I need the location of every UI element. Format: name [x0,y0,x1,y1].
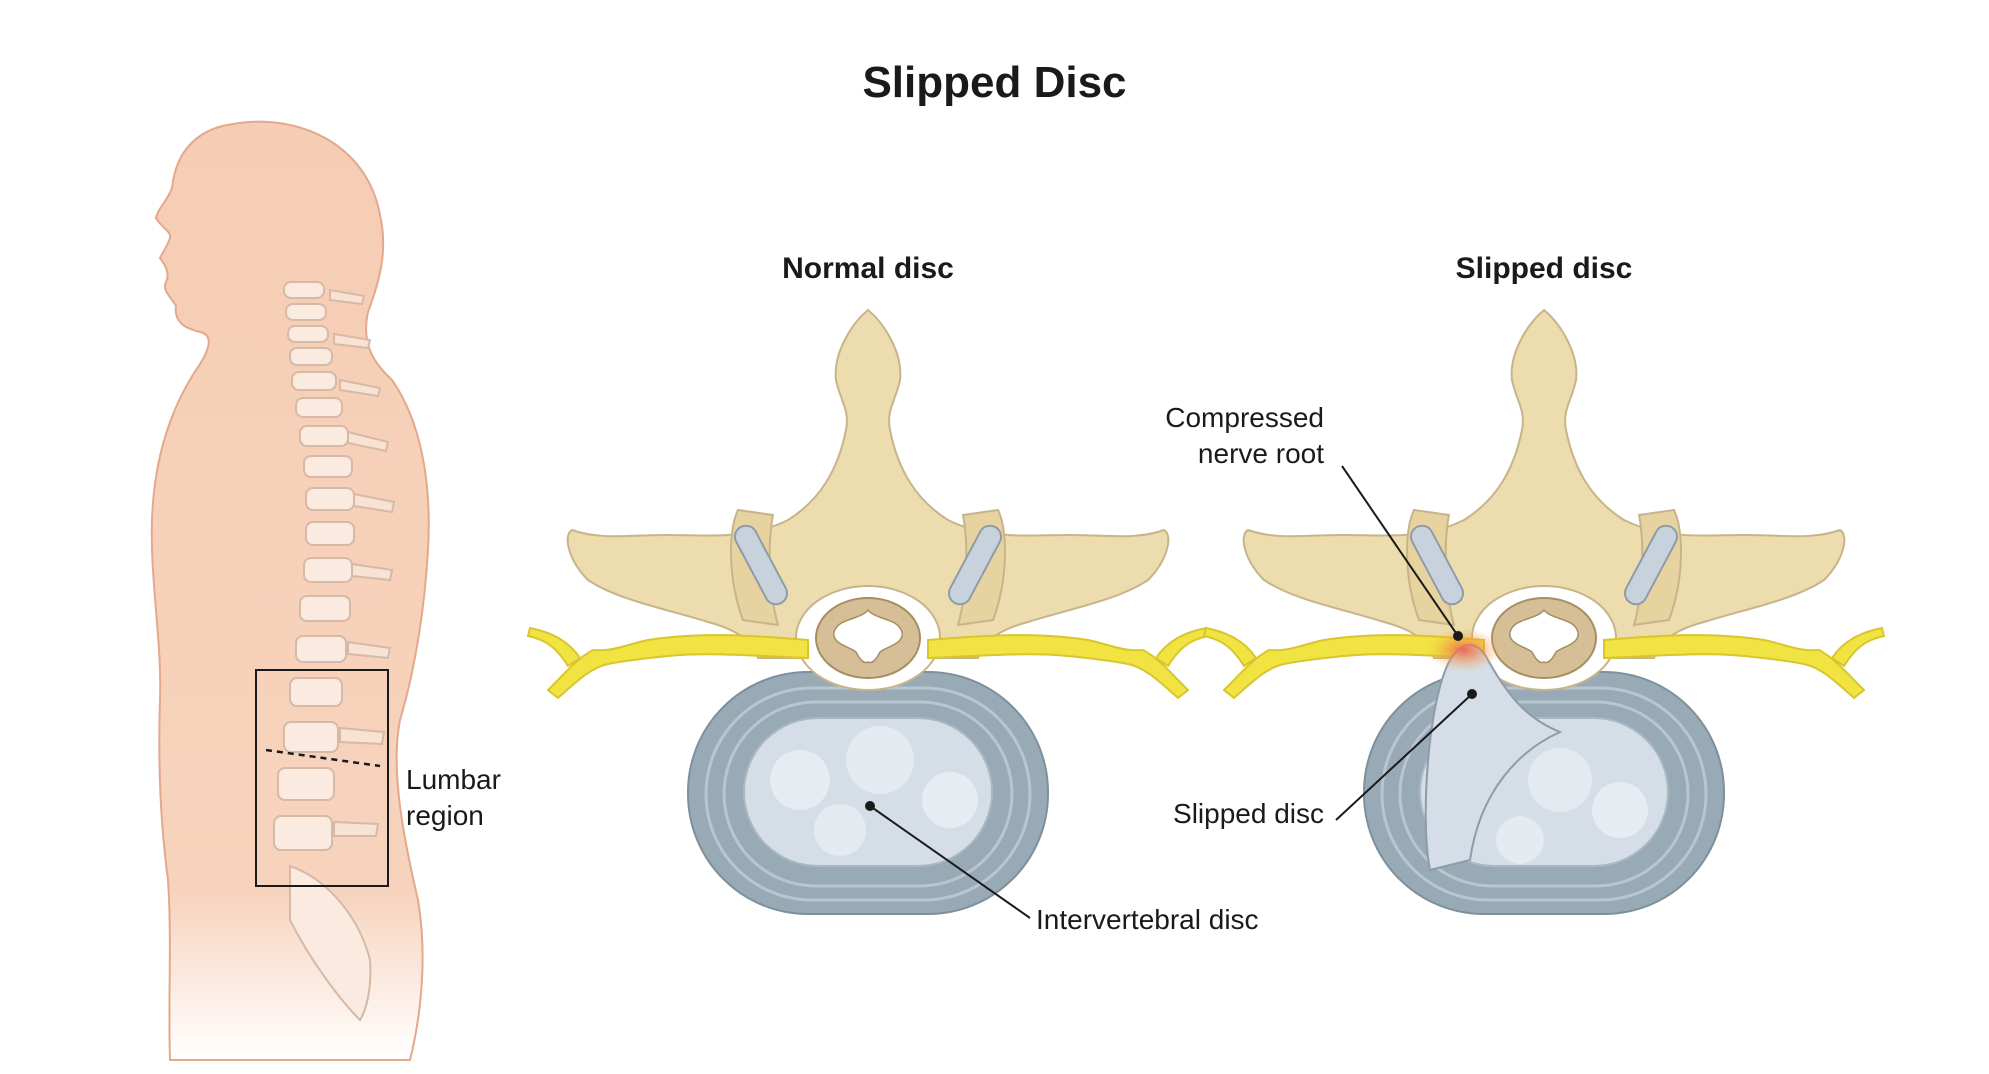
lumbar-label-line1: Lumbar [406,764,501,795]
human-body-figure [150,120,430,1061]
normal-disc-diagram [527,309,1209,919]
herniated-disc [1363,671,1725,915]
slipped-disc-heading: Slipped disc [1455,252,1633,285]
lumbar-region-label: Lumbar region [406,762,501,834]
slipped-disc-label: Slipped disc [1173,798,1324,829]
page-title: Slipped Disc [862,58,1127,107]
lumbar-region-box [255,669,389,887]
spinous-processes [329,288,396,837]
nerve-label-line1: Compressed [1165,402,1324,433]
nerve-pointer-line [1341,465,1459,637]
lumbar-dashed-line [265,748,381,768]
disc-pointer-line [869,805,1031,919]
normal-disc-heading: Normal disc [782,252,954,285]
intervertebral-disc [687,671,1049,915]
nerve-label-line2: nerve root [1197,438,1324,469]
intervertebral-disc-label: Intervertebral disc [1036,904,1259,935]
herniation-pointer-line [1335,693,1473,821]
lumbar-label-line2: region [406,800,484,831]
inflammation-glow [1426,628,1502,672]
slipped-disc-diagram [1203,309,1885,915]
compressed-nerve-label: Compressed nerve root [1100,400,1324,472]
